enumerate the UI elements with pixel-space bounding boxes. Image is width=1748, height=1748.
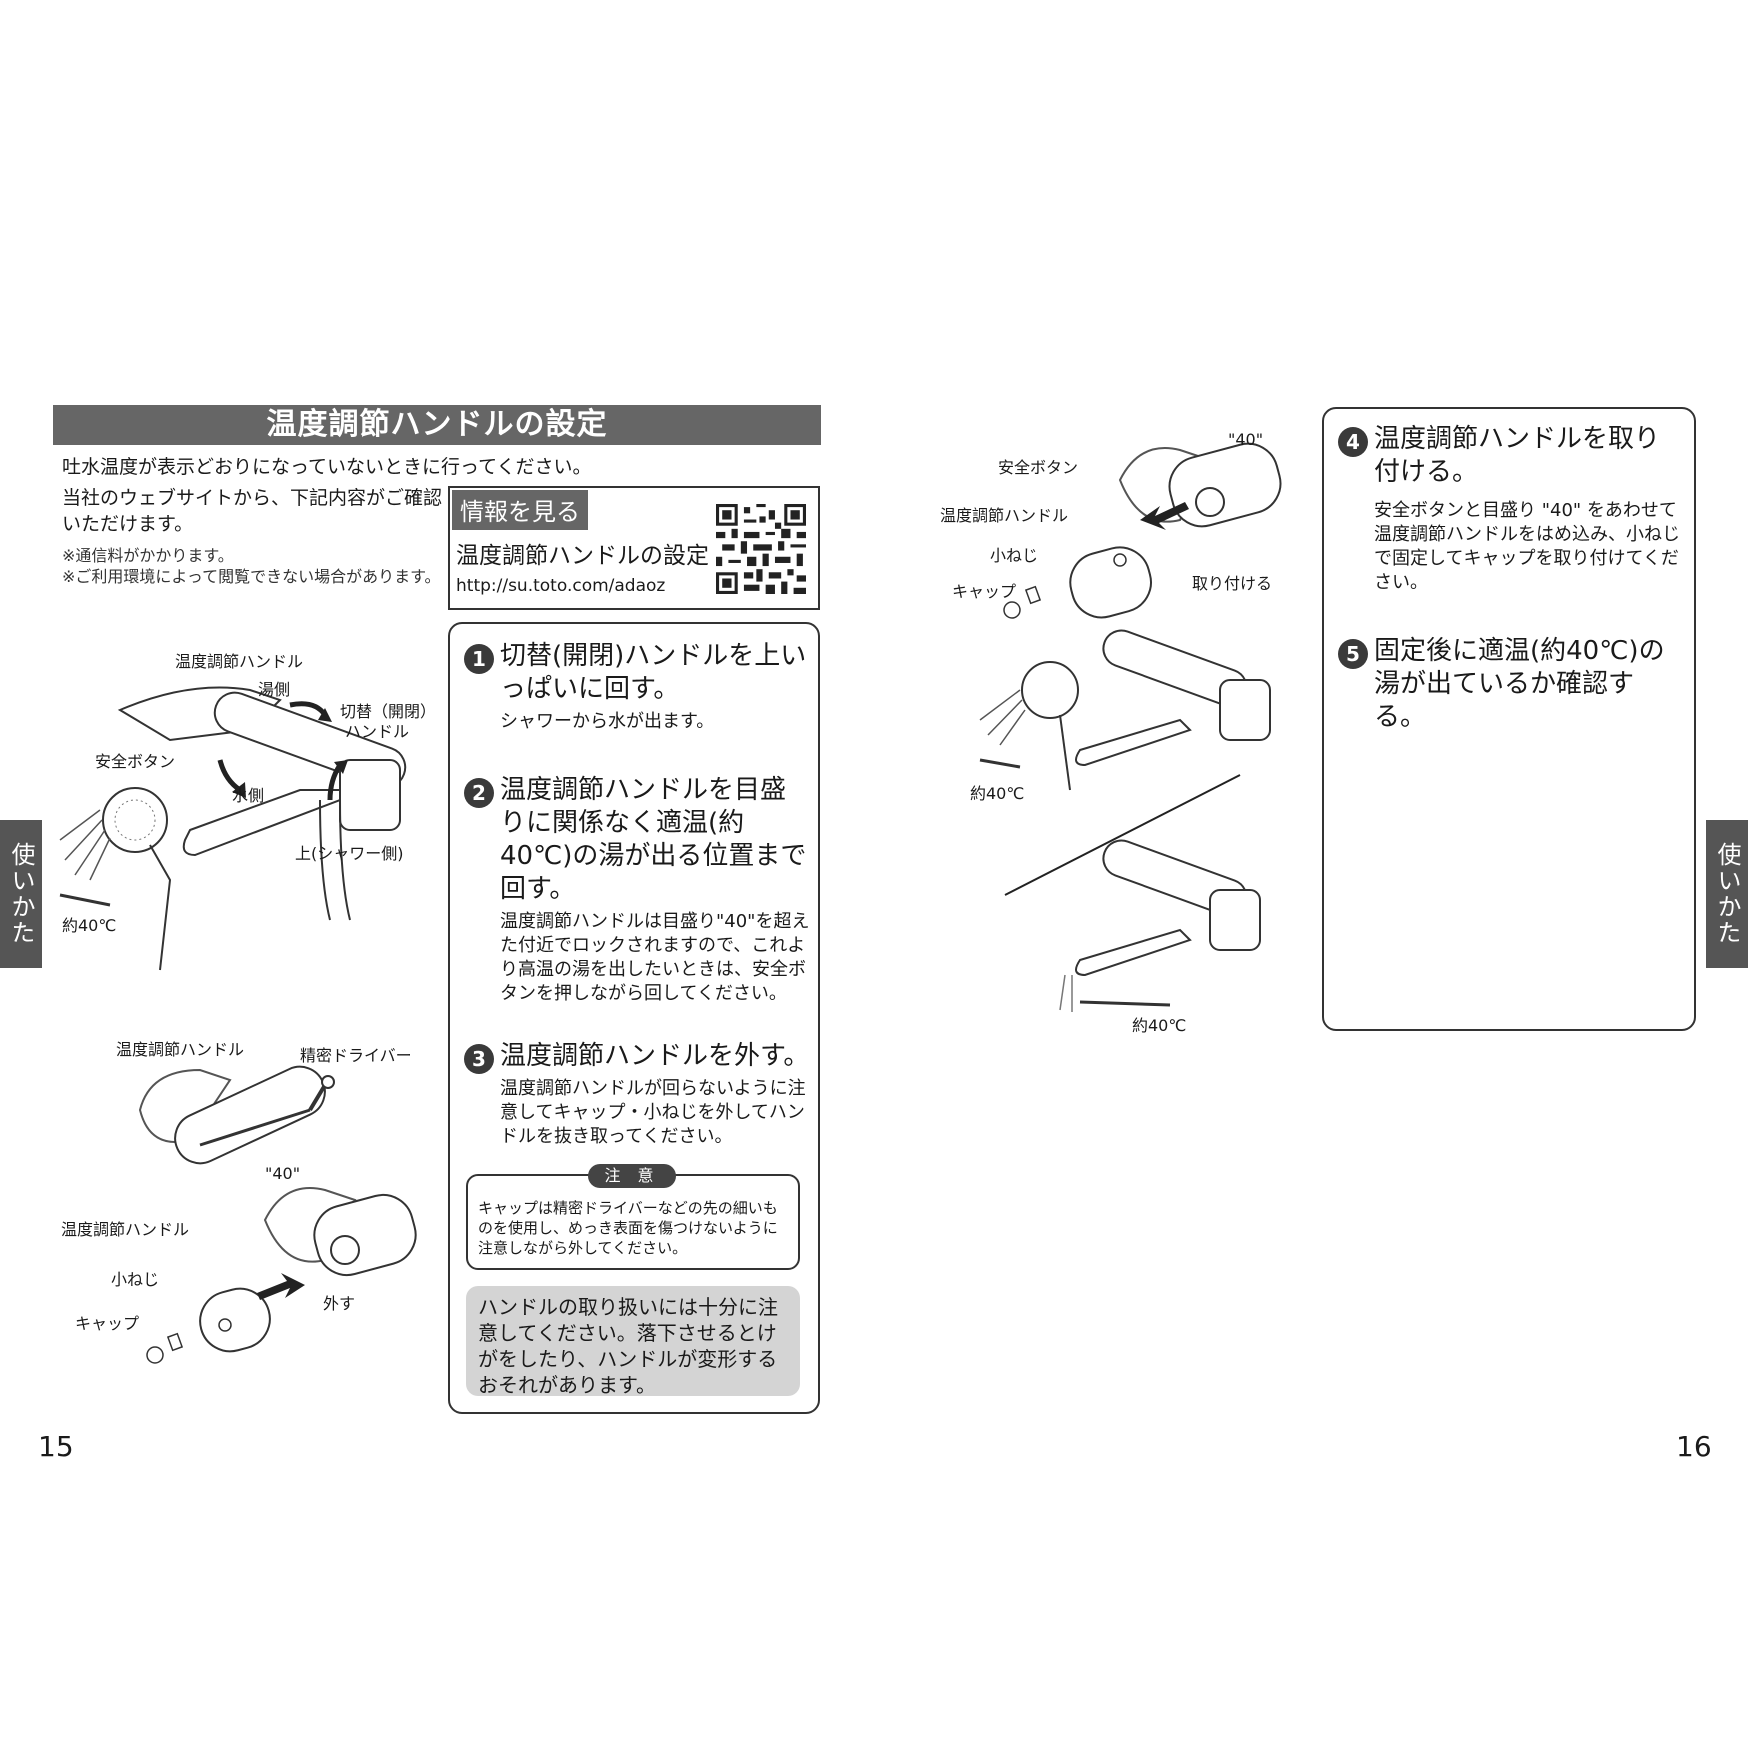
faucet-diagram-5 [979,629,1271,1012]
step-1: 1 切替(開閉)ハンドルを上いっぱいに回す。 シャワーから水が出ます。 [464,640,810,734]
figure-attach: "40" 安全ボタン 温度調節ハンドル 小ねじ キャップ 取り付ける [930,420,1310,620]
figure-driver: 温度調節ハンドル 精密ドライバー [110,1030,440,1180]
figure-check: 約40℃ 約40℃ [960,629,1280,1040]
step-number: 4 [1338,427,1368,457]
figure-remove: "40" 温度調節ハンドル 小ねじ キャップ 外す [55,1160,435,1380]
side-tab-right[interactable]: 使いかた [1706,820,1748,968]
web-note-text: 当社のウェブサイトから、下記内容がご確認いただけます。 [62,487,443,535]
label-approx-40-right-2: 約40℃ [1132,1016,1187,1035]
label-temp-handle-3: 温度調節ハンドル [61,1220,190,1239]
step-body: 温度調節ハンドルは目盛り"40"を超えた付近でロックされますので、これより高温の… [500,911,810,1004]
label-switch-handle-2: ハンドル [345,722,410,741]
label-water-side: 水側 [232,786,265,805]
faucet-diagram-2 [138,1065,335,1165]
step-body: シャワーから水が出ます。 [500,711,715,732]
note-environment: ※ご利用環境によって閲覧できない場合があります。 [62,567,441,586]
page-number-right: 16 [1676,1430,1712,1463]
step-number: 3 [464,1044,494,1074]
warning-box: ハンドルの取り扱いには十分に注意してください。落下させるとけがをしたり、ハンドル… [466,1286,800,1397]
step-body: 温度調節ハンドルが回らないように注意してキャップ・小ねじを外してハンドルを抜き取… [500,1078,806,1147]
label-remove: 外す [323,1294,356,1313]
step-5: 5 固定後に適温(約40℃)の湯が出ているか確認する。 [1338,635,1684,734]
step-3: 3 温度調節ハンドルを外す。 温度調節ハンドルが回らないように注意してキャップ・… [464,1040,810,1149]
label-attach: 取り付ける [1192,574,1273,593]
section-title: 温度調節ハンドルの設定 [53,405,821,445]
label-small-screw-right: 小ねじ [990,546,1039,565]
label-hot-side: 湯側 [258,680,291,699]
web-note: 当社のウェブサイトから、下記内容がご確認いただけます。 ※通信料がかかります。 … [62,485,442,587]
step-title: 温度調節ハンドルを取り付ける。 [1374,424,1661,487]
step-number: 5 [1338,639,1368,669]
step-4: 4 温度調節ハンドルを取り付ける。 安全ボタンと目盛り "40" をあわせて温度… [1338,423,1684,595]
label-safety-button: 安全ボタン [95,752,176,771]
label-temp-handle: 温度調節ハンドル [175,652,304,671]
note-fee: ※通信料がかかります。 [62,546,234,565]
label-temp-handle-right: 温度調節ハンドル [940,506,1069,525]
caution-tag: 注 意 [588,1164,676,1188]
step-title: 固定後に適温(約40℃)の湯が出ているか確認する。 [1374,636,1665,732]
steps-box: 1 切替(開閉)ハンドルを上いっぱいに回す。 シャワーから水が出ます。 2 温度… [448,622,820,1414]
step-body: 安全ボタンと目盛り "40" をあわせて温度調節ハンドルをはめ込み、小ねじで固定… [1374,500,1680,593]
page-number-left: 15 [38,1430,74,1463]
intro-text: 吐水温度が表示どおりになっていないときに行ってください。 [62,456,592,478]
label-mark-40: "40" [265,1164,301,1183]
label-cap-right: キャップ [952,582,1017,601]
faucet-diagram-3 [146,1187,417,1364]
label-up-shower: 上(シャワー側) [295,844,404,863]
label-approx-40-right-1: 約40℃ [970,784,1025,803]
side-tab-left[interactable]: 使いかた [0,820,42,968]
qr-code-icon[interactable] [716,504,806,594]
label-temp-handle-2: 温度調節ハンドル [116,1040,245,1059]
label-cap: キャップ [75,1314,140,1333]
caution-box: 注 意 キャップは精密ドライバーなどの先の細いものを使用し、めっき表面を傷つけな… [466,1164,800,1270]
step-number: 2 [464,778,494,808]
step-title: 温度調節ハンドルを目盛りに関係なく適温(約40℃)の湯が出る位置まで回す。 [500,775,807,904]
label-switch-handle-1: 切替（開閉） [340,702,437,721]
label-safety-button-right: 安全ボタン [998,458,1079,477]
right-steps-box: 4 温度調節ハンドルを取り付ける。 安全ボタンと目盛り "40" をあわせて温度… [1322,407,1696,1031]
label-mark-40-right: "40" [1228,430,1264,449]
step-title: 温度調節ハンドルを外す。 [500,1041,810,1071]
caution-text: キャップは精密ドライバーなどの先の細いものを使用し、めっき表面を傷つけないように… [478,1199,778,1257]
info-box: 情報を見る 温度調節ハンドルの設定 http://su.toto.com/ada… [448,486,820,610]
faucet-diagram-4 [1003,442,1282,619]
faucet-diagram-1 [59,686,407,971]
step-title: 切替(開閉)ハンドルを上いっぱいに回す。 [500,641,807,704]
figure-operation: 温度調節ハンドル 湯側 切替（開閉） ハンドル 安全ボタン 水側 上(シャワー側… [40,640,440,971]
label-small-screw: 小ねじ [111,1270,160,1289]
step-number: 1 [464,644,494,674]
info-title: 温度調節ハンドルの設定 [456,543,709,569]
label-driver: 精密ドライバー [300,1046,412,1065]
step-2: 2 温度調節ハンドルを目盛りに関係なく適温(約40℃)の湯が出る位置まで回す。 … [464,774,810,1006]
info-tag: 情報を見る [452,490,588,530]
info-url[interactable]: http://su.toto.com/adaoz [456,576,666,596]
label-approx-40: 約40℃ [62,916,117,935]
